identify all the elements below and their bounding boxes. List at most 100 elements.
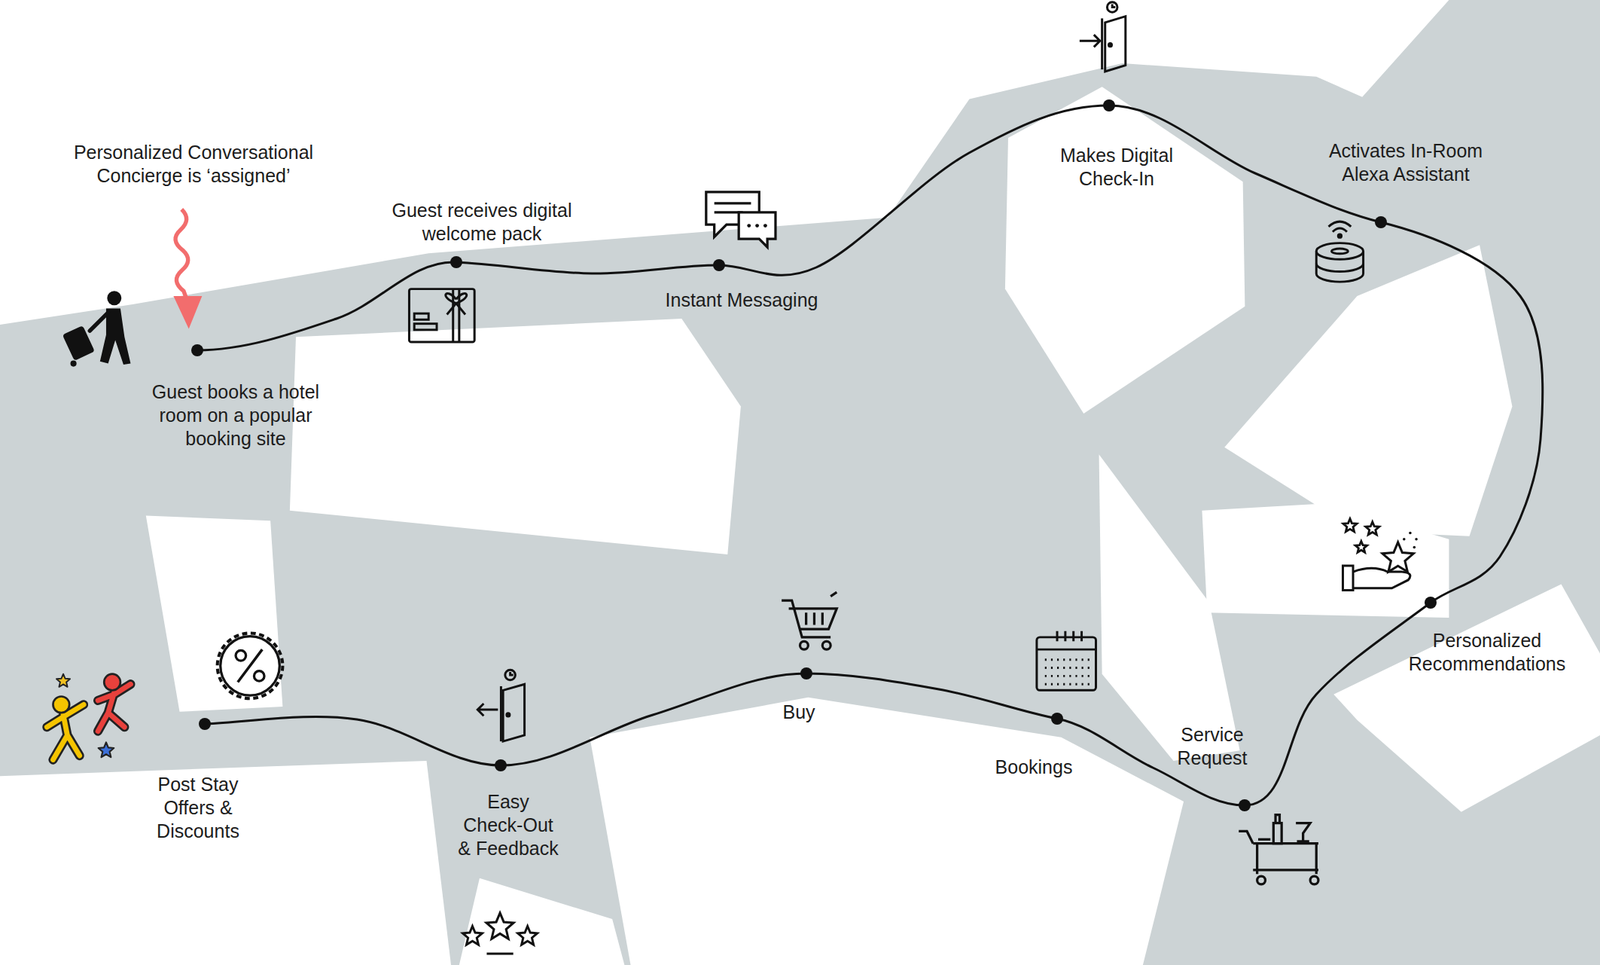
trolley-icon-part (1295, 822, 1311, 842)
check-in-door-icon-part (1106, 2, 1118, 13)
traveler-icon-part (89, 312, 108, 331)
calendar-icon-part (1036, 648, 1097, 651)
journey-path (719, 105, 1110, 275)
check-out-door-icon-part (506, 713, 510, 717)
calendar-icon-part (1036, 636, 1097, 690)
stars-hand-icon-part (1342, 565, 1354, 591)
journey-path (1380, 222, 1543, 603)
alexa-speaker-icon-part (1316, 250, 1363, 282)
chat-icon (706, 192, 776, 247)
map-blocks-part (289, 318, 741, 555)
chat-icon-part (714, 203, 752, 213)
stop-label: Easy Check-Out & Feedback (456, 789, 561, 860)
trolley-icon-part (1273, 822, 1282, 844)
stop-dot (1238, 798, 1251, 811)
stop-dot (198, 717, 211, 730)
stop-label: Personalized Recommendations (1396, 628, 1578, 676)
red-squiggle-arrow (173, 209, 202, 330)
cart-icon-part (822, 640, 831, 650)
trolley-icon-part (1257, 875, 1266, 884)
stars-hand-icon-part (1365, 521, 1380, 535)
stop-label: Post Stay Offers & Discounts (145, 772, 251, 843)
stars-hand-icon-part (1353, 567, 1411, 588)
stop-dot (1103, 99, 1116, 112)
stop-dot (1051, 712, 1064, 725)
journey-stop: Guest receives digital welcome pack (376, 198, 588, 246)
cart-icon-part (781, 600, 831, 637)
chat-icon-part (746, 223, 751, 228)
journey-stop: Instant Messaging (628, 288, 855, 312)
check-in-door-icon-part (1105, 16, 1126, 72)
stop-label: Guest books a hotel room on a popular bo… (141, 380, 330, 451)
celebrating-guests-icon-part (103, 673, 121, 691)
red-squiggle-arrow-part (175, 209, 189, 302)
rating-stars-icon (463, 912, 538, 954)
journey-stop: Guest books a hotel room on a popular bo… (141, 380, 330, 451)
trolley-icon-part (1310, 875, 1319, 884)
gift-card-icon-part (445, 293, 467, 304)
alexa-speaker-icon-part (1328, 221, 1352, 227)
discount-badge-icon-part (220, 636, 281, 696)
traveler-icon-part (70, 360, 77, 367)
traveler-icon (62, 290, 132, 366)
alexa-speaker-icon-part (1337, 234, 1341, 238)
stop-label: Activates In-Room Alexa Assistant (1315, 139, 1497, 186)
map-blocks-part (1099, 454, 1241, 761)
journey-stop: Bookings (973, 755, 1095, 779)
stop-dot (494, 758, 507, 772)
chat-icon-part (763, 223, 768, 228)
stop-dot (1424, 596, 1437, 609)
check-in-door-icon-part (1112, 3, 1116, 7)
celebrating-guests-icon-part (97, 683, 131, 731)
journey-stop: Post Stay Offers & Discounts (145, 772, 251, 843)
journey-path (806, 673, 1058, 719)
check-in-door-icon-part (1100, 18, 1104, 70)
check-in-door-icon-part (1108, 43, 1112, 47)
discount-badge-icon-part (217, 632, 284, 698)
stop-label: Instant Messaging (628, 288, 855, 312)
discount-badge-icon-part (253, 670, 265, 682)
stars-hand-icon-part (1408, 531, 1412, 535)
celebrating-guests-icon-part (46, 704, 84, 759)
map-blocks-part (459, 877, 625, 965)
gift-card-icon-part (414, 323, 437, 330)
journey-path (456, 262, 720, 274)
trolley-icon-part (1275, 814, 1280, 823)
rating-stars-icon-part (486, 952, 513, 955)
stop-label: Bookings (973, 755, 1095, 779)
cart-icon-part (830, 591, 837, 596)
alexa-speaker-icon-part (1332, 228, 1348, 232)
journey-path (204, 716, 501, 765)
rating-stars-icon-part (486, 912, 514, 939)
check-out-door-icon-part (502, 683, 525, 741)
gift-card-icon-part (408, 289, 475, 342)
check-in-door-icon (1079, 2, 1126, 72)
map-blocks-part (1224, 244, 1512, 536)
stop-dot (191, 344, 204, 357)
journey-stop: Easy Check-Out & Feedback (456, 789, 561, 860)
calendar-icon (1036, 630, 1097, 691)
trolley-icon-part (1258, 838, 1271, 841)
discount-badge-icon-part (235, 649, 247, 661)
discount-badge-icon-part (237, 649, 263, 682)
chat-icon-part (755, 223, 759, 228)
stop-dot (1374, 216, 1387, 229)
stars-hand-icon-part (1413, 545, 1417, 549)
stop-label: Makes Digital Check-In (1041, 143, 1192, 191)
stop-dot (713, 259, 726, 272)
check-out-door-icon (477, 669, 525, 741)
journey-path (1244, 602, 1431, 805)
journey-path (197, 262, 457, 351)
calendar-icon-part (1057, 630, 1082, 642)
stars-hand-icon-part (1414, 537, 1418, 541)
map-blocks-part (146, 515, 284, 712)
stars-hand-icon-part (1355, 540, 1367, 552)
cart-icon-part (806, 612, 823, 625)
check-in-door-icon-part (1079, 34, 1101, 47)
stop-dot (800, 667, 813, 680)
check-out-door-icon-part (510, 671, 514, 675)
stop-label: Guest receives digital welcome pack (376, 198, 588, 246)
